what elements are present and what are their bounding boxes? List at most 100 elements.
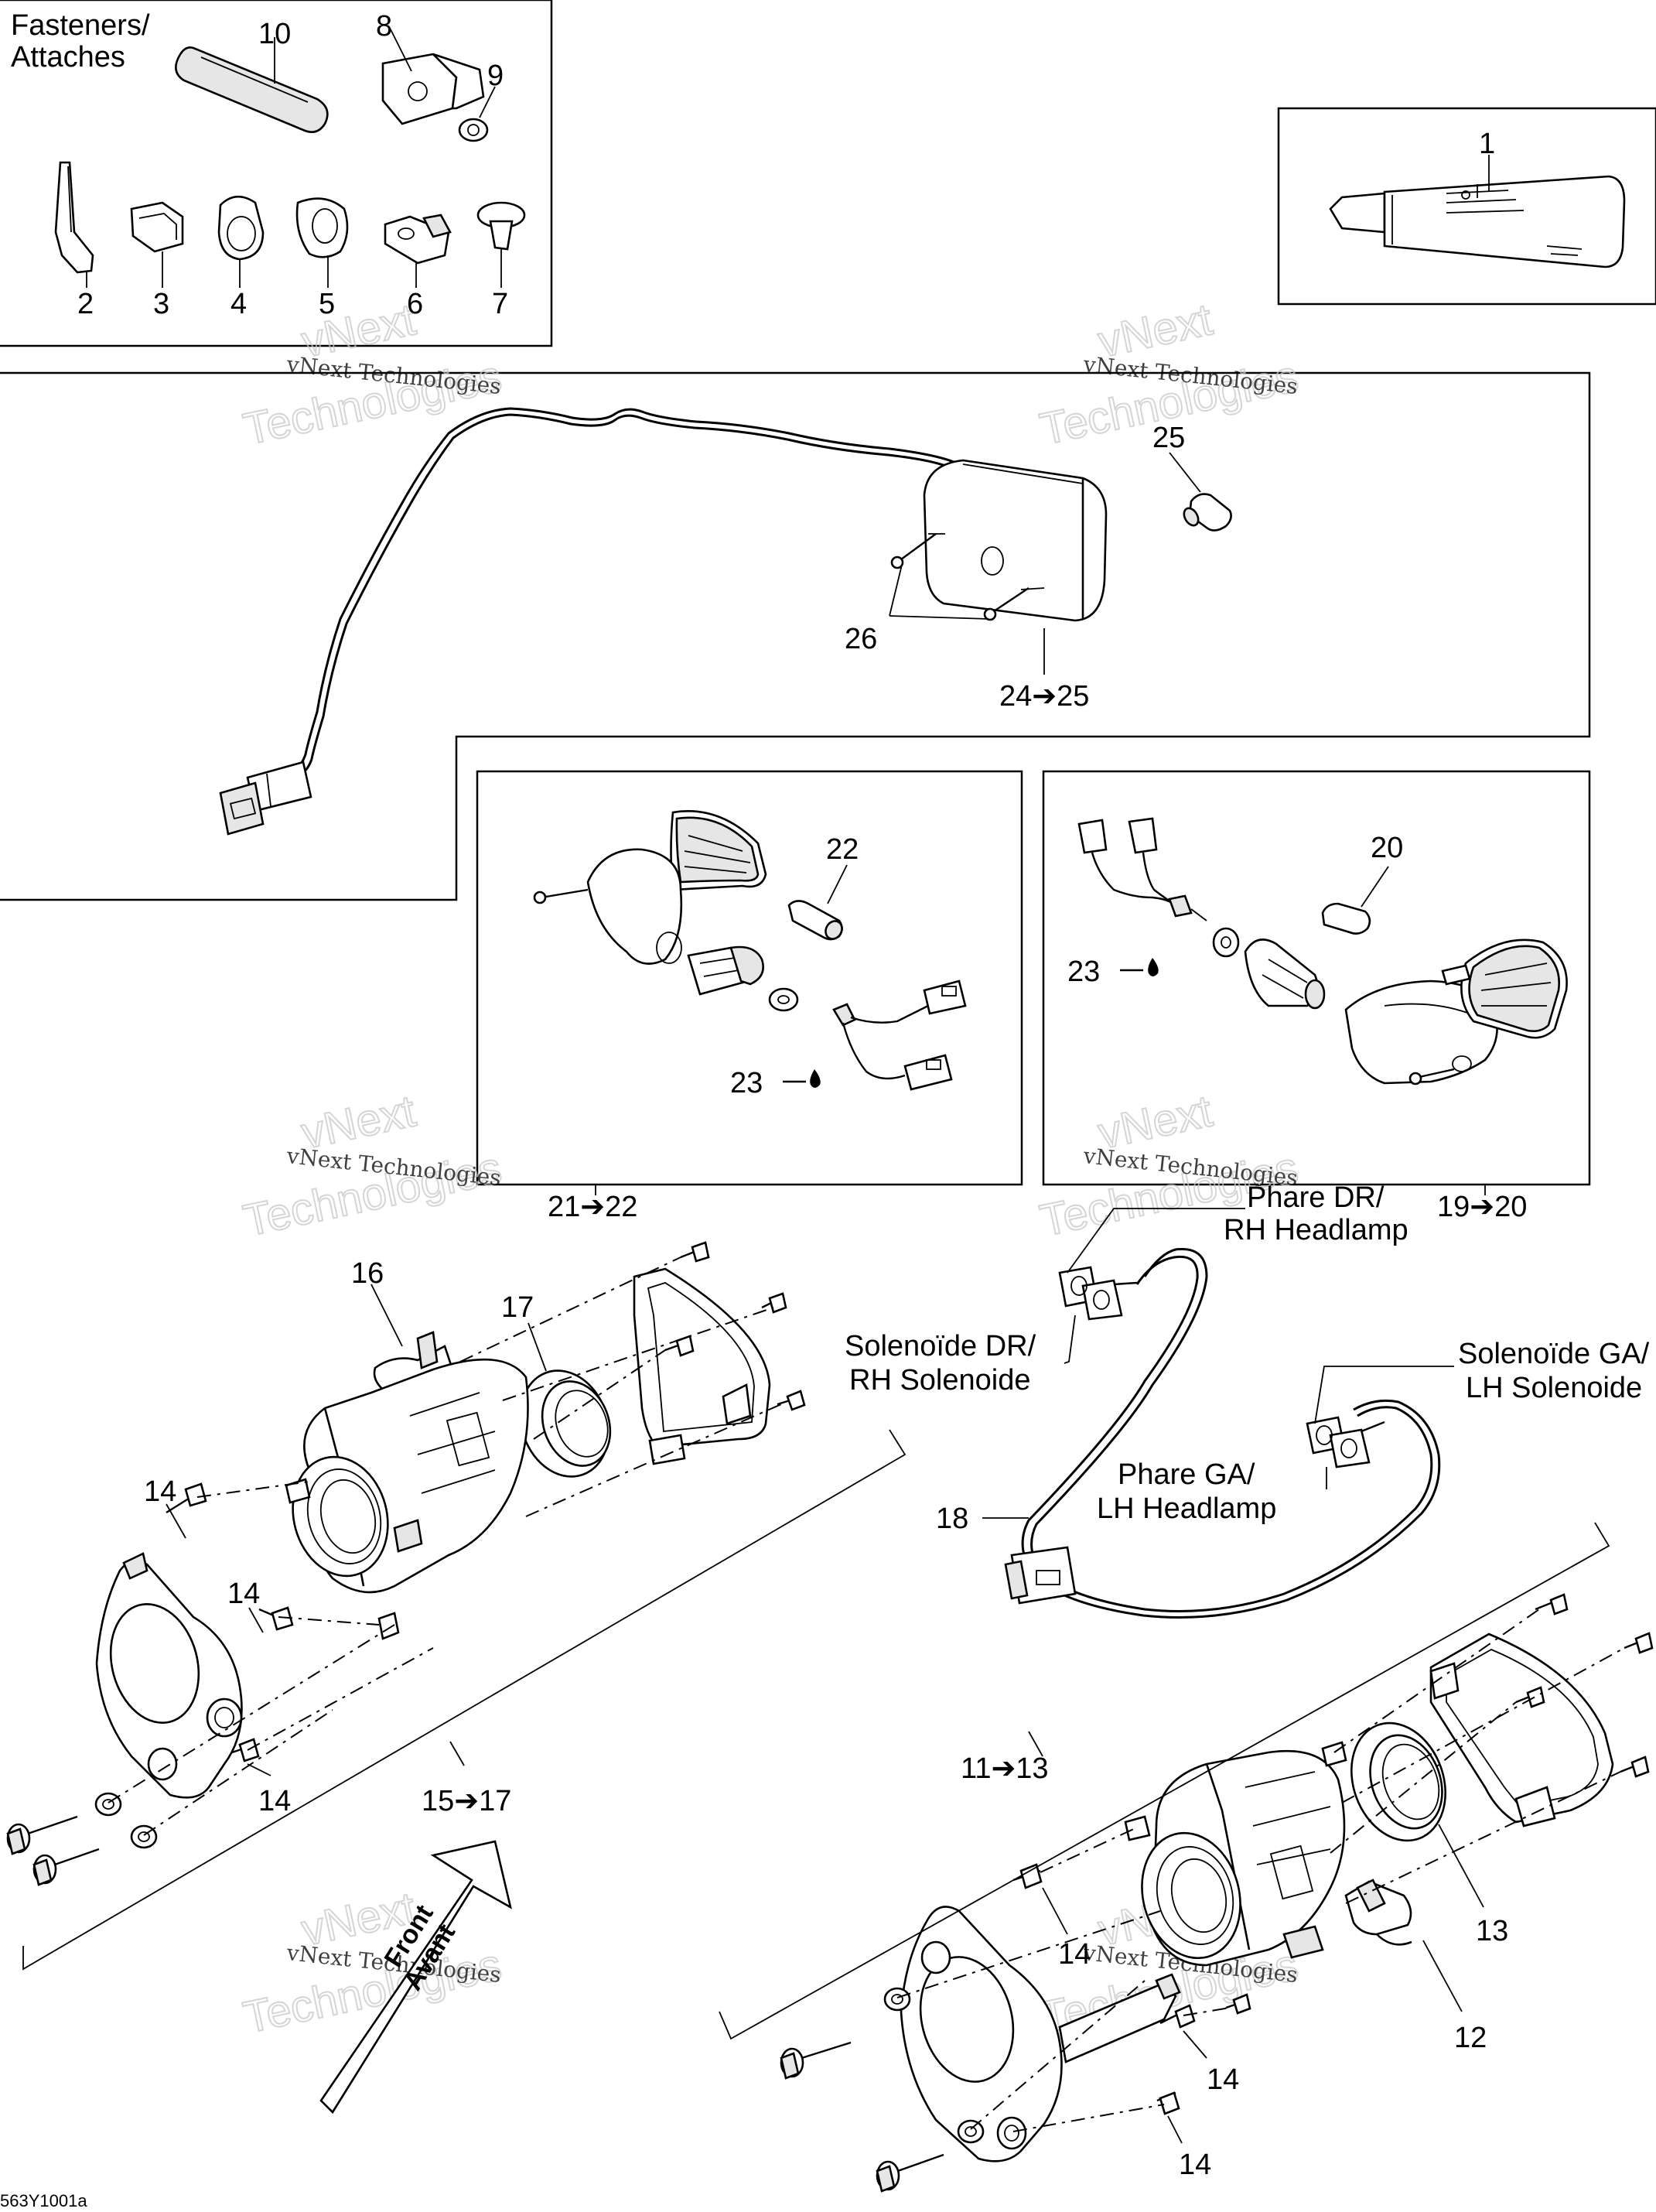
- right-headlamp-alignment-lines: [896, 1609, 1625, 2132]
- assembly-label-21-22: 21➔22: [548, 1191, 637, 1223]
- left-headlamp-assembly-bracket: [22, 1429, 907, 1971]
- taillight-box: [0, 371, 1591, 901]
- label-solenoide-dr-2: RH Solenoide: [849, 1364, 1030, 1397]
- part-number-23-left: 23: [730, 1067, 763, 1099]
- label-solenoide-dr-1: Solenoïde DR/: [845, 1330, 1036, 1362]
- fasteners-box: [0, 0, 553, 347]
- left-headlamp-alignment-lines: [108, 1256, 782, 1836]
- part-13-bezel-ring: [1350, 1721, 1484, 1908]
- part-number-14-c: 14: [258, 1785, 291, 1817]
- assembly-label-15-17: 15➔17: [422, 1785, 511, 1817]
- part-18-headlamp-harness: [1021, 1247, 1441, 1619]
- rh-headlamp-connectors: [1058, 1266, 1138, 1321]
- left-headlamp-mount-plate: [95, 1552, 243, 1799]
- sealant-box: [1277, 107, 1656, 306]
- part-number-26: 26: [845, 623, 877, 655]
- part-number-4: 4: [230, 288, 247, 320]
- right-signal-box: [1042, 770, 1591, 1186]
- fasteners-title-line1: Fasteners/: [11, 9, 150, 42]
- main-harness-connector: [1004, 1546, 1077, 1605]
- leader-14-d: [1042, 1887, 1068, 1935]
- part-2-cable-tie: [54, 161, 94, 288]
- part-number-20: 20: [1371, 832, 1403, 864]
- part-3-clip: [130, 201, 184, 288]
- part-number-3: 3: [153, 288, 169, 320]
- watermark-group-5: vNext Technologies vNext Technologies: [238, 1882, 507, 2043]
- right-signal-lens: [1441, 938, 1568, 1039]
- leader-14-e: [1183, 2030, 1207, 2059]
- leader-14-a: [166, 1503, 186, 1539]
- lh-headlamp-connectors: [1306, 1416, 1385, 1468]
- left-signal-lens: [670, 810, 767, 891]
- part-number-14-d: 14: [1058, 1938, 1091, 1971]
- right-headlamp-bracket-frame: [1429, 1633, 1614, 1827]
- left-signal-wire: [832, 980, 967, 1091]
- sealant-drop-right: [1148, 958, 1159, 976]
- part-number-25: 25: [1152, 422, 1185, 454]
- part-number-23-right: 23: [1067, 956, 1100, 988]
- part-25-bulb: [1169, 452, 1232, 532]
- taillight-harness: [293, 407, 975, 776]
- assembly-label-11-13: 11➔13: [961, 1752, 1049, 1785]
- part-number-14-e: 14: [1207, 2063, 1239, 2096]
- leader-solenoide-dr: [1064, 1315, 1076, 1364]
- part-number-16: 16: [351, 1257, 384, 1290]
- taillight-screws: [889, 533, 1045, 675]
- part-number-22: 22: [826, 833, 859, 866]
- part-number-13: 13: [1476, 1915, 1508, 1947]
- taillight-connector: [219, 761, 312, 836]
- front-direction-arrow: [319, 1840, 512, 2115]
- part-12-bulb-right: [1344, 1879, 1463, 2012]
- part-number-9: 9: [487, 60, 504, 92]
- label-phare-dr-1: Phare DR/: [1247, 1181, 1385, 1214]
- sealant-drop-left: [810, 1069, 821, 1088]
- leader-14-c: [247, 1763, 271, 1776]
- right-signal-washer: [1212, 927, 1240, 958]
- part-6-bracket: [384, 214, 452, 288]
- part-9-nut: [458, 86, 496, 142]
- left-signal-box: [476, 770, 1023, 1186]
- right-headlamp-body: [1124, 1741, 1347, 1967]
- assembly-label-19-20: 19➔20: [1437, 1191, 1527, 1223]
- part-number-12: 12: [1454, 2022, 1487, 2054]
- part-1-sealant-tube: [1329, 155, 1626, 268]
- label-phare-dr-2: RH Headlamp: [1224, 1214, 1408, 1246]
- left-signal-washer: [768, 987, 799, 1012]
- reference-code: 563Y1001a: [0, 2191, 87, 2210]
- part-10-sleeve: [175, 37, 329, 133]
- part-number-6: 6: [407, 288, 423, 320]
- watermark-group-3: vNext Technologies vNext Technologies: [238, 1085, 507, 1246]
- part-number-14-b: 14: [227, 1578, 260, 1610]
- part-7-push-rivet: [476, 201, 526, 288]
- part-number-2: 2: [77, 288, 94, 320]
- part-8-clip: [381, 29, 485, 125]
- fasteners-title-line2: Attaches: [11, 41, 125, 74]
- part-5-clamp: [295, 197, 349, 288]
- leader-phare-dr: [1067, 1208, 1245, 1274]
- part-17-bezel-ring: [519, 1322, 612, 1478]
- part-number-17: 17: [501, 1291, 534, 1324]
- part-20-bulb-right: [1321, 866, 1389, 935]
- part-number-14-f: 14: [1179, 2149, 1211, 2181]
- left-signal-socket: [687, 945, 764, 996]
- part-number-10: 10: [258, 18, 291, 50]
- label-solenoide-ga-1: Solenoïde GA/: [1458, 1338, 1650, 1370]
- part-number-1: 1: [1479, 128, 1495, 160]
- label-phare-ga-1: Phare GA/: [1118, 1458, 1255, 1491]
- left-signal-housing: [533, 848, 683, 965]
- leader-14-f: [1167, 2115, 1183, 2144]
- right-headlamp-mount-plate: [900, 1906, 1181, 2162]
- right-signal-connectors: [1077, 817, 1207, 921]
- right-headlamp-adjusters: [780, 1987, 985, 2193]
- right-headlamp-assembly-bracket: [719, 1522, 1610, 2040]
- taillight-housing: [923, 459, 1108, 622]
- part-22-bulb-left: [787, 864, 848, 941]
- part-number-8: 8: [376, 10, 392, 43]
- left-headlamp-bracket-frame: [633, 1267, 771, 1465]
- leader-14-b: [248, 1607, 264, 1633]
- assembly-label-24-25: 24➔25: [999, 680, 1089, 713]
- part-number-18: 18: [936, 1503, 968, 1535]
- leader-15-17: [449, 1741, 465, 1766]
- label-phare-ga-2: LH Headlamp: [1097, 1492, 1276, 1525]
